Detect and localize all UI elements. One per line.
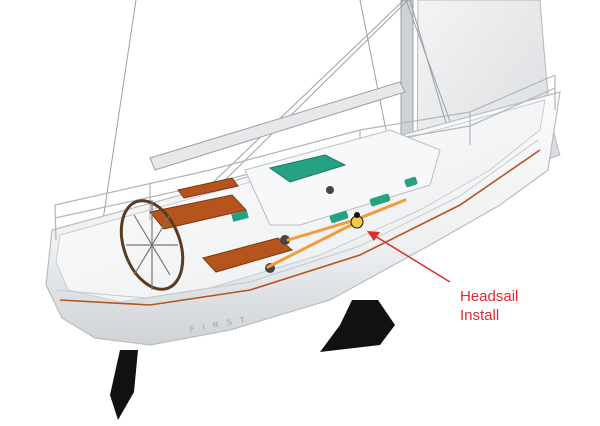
headsail-install-marker [350, 212, 364, 229]
headsail-install-label: Headsail Install [460, 288, 519, 324]
winch [326, 186, 334, 194]
boom [149, 81, 406, 171]
toe-rail [55, 139, 539, 299]
helm-wheel [119, 199, 185, 291]
rudder [110, 350, 138, 420]
portlight [404, 176, 418, 188]
cockpit-hatch [231, 210, 249, 222]
headsail-sheet [266, 198, 407, 269]
forward-hatch [268, 154, 347, 183]
hull-stripe [59, 149, 541, 306]
cabin [244, 129, 441, 226]
winch [280, 235, 290, 245]
cockpit-seat [202, 237, 294, 273]
portlight [329, 210, 349, 224]
cockpit-seat [177, 177, 239, 199]
keel [320, 300, 395, 352]
cockpit-seat [149, 194, 247, 230]
helm-wheel-spokes [126, 200, 178, 290]
portlight [369, 193, 391, 207]
callout-arrow [367, 231, 451, 283]
mast [400, 0, 414, 136]
